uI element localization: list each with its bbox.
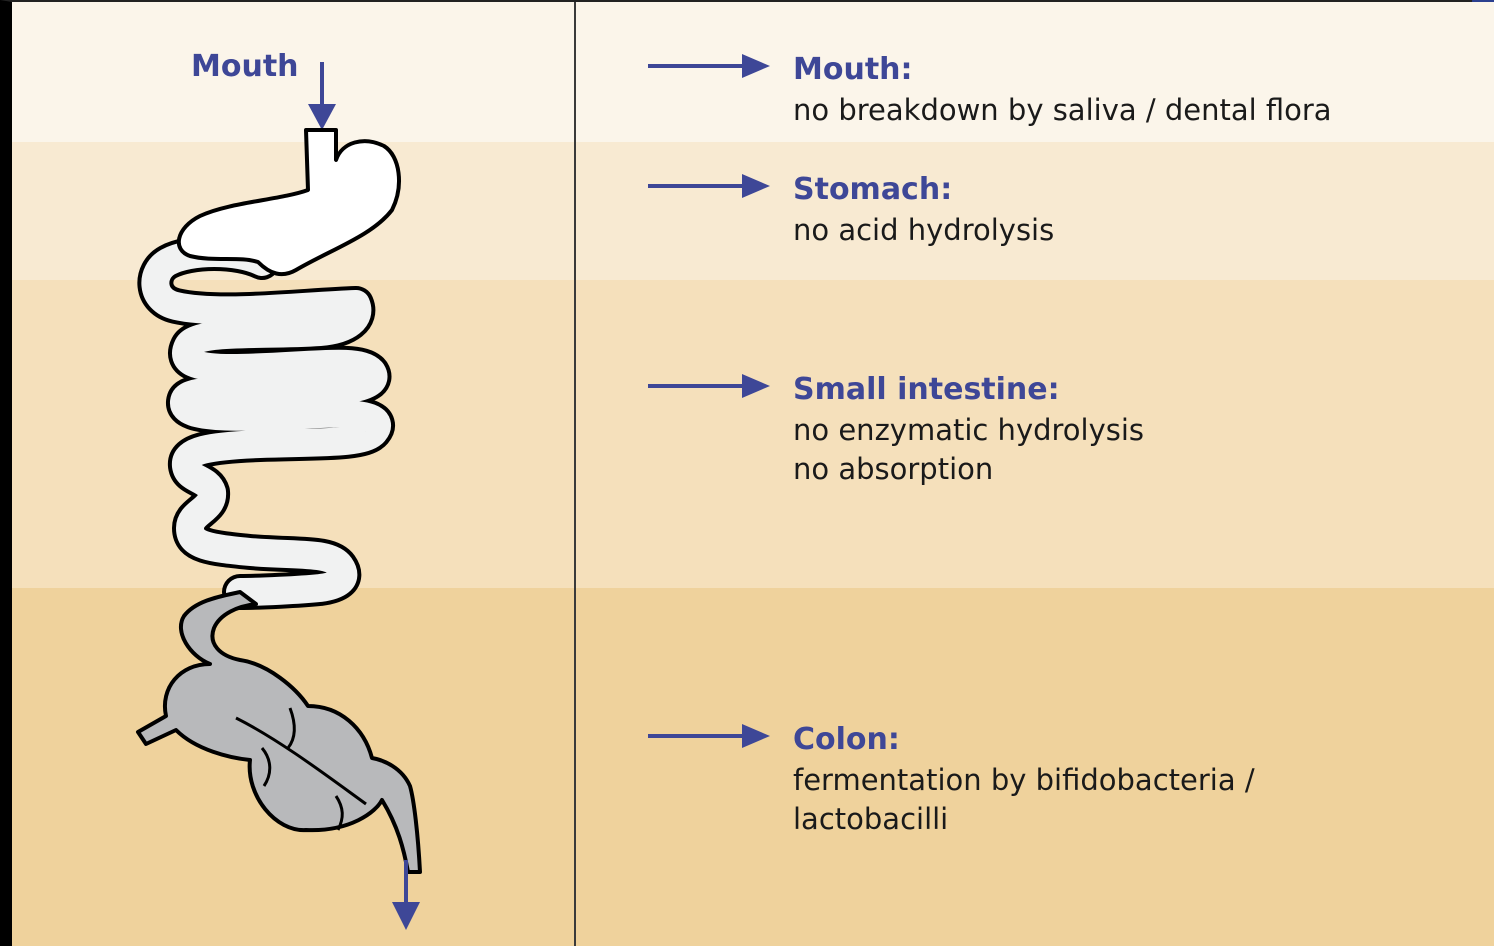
digestive-tract-diagram (0, 0, 574, 946)
stage-line: no absorption (793, 450, 1144, 489)
stage-description: no acid hydrolysis (793, 211, 1054, 250)
stage-line: lactobacilli (793, 800, 1255, 839)
column-divider (574, 2, 576, 946)
stage-description: no enzymatic hydrolysis no absorption (793, 411, 1144, 489)
stage-title: Colon: (793, 722, 900, 757)
right-arrow-icon (648, 172, 770, 200)
stage-line: no enzymatic hydrolysis (793, 411, 1144, 450)
right-arrow-icon (648, 722, 770, 750)
stage-title: Mouth: (793, 52, 913, 87)
small-intestine-shape (155, 253, 377, 592)
right-arrow-icon (648, 52, 770, 80)
stage-description: no breakdown by saliva / dental flora (793, 91, 1332, 130)
stomach-shape (179, 130, 399, 274)
stage-line: no acid hydrolysis (793, 211, 1054, 250)
stage-title: Small intestine: (793, 372, 1060, 407)
stage-line: no breakdown by saliva / dental flora (793, 91, 1332, 130)
colon-shape (138, 592, 420, 872)
stage-title: Stomach: (793, 172, 952, 207)
stage-description: fermentation by bifidobacteria / lactoba… (793, 761, 1255, 839)
mouth-label: Mouth (191, 49, 299, 84)
entry-arrow-icon (308, 62, 336, 130)
stage-line: fermentation by bifidobacteria / (793, 761, 1255, 800)
right-arrow-icon (648, 372, 770, 400)
